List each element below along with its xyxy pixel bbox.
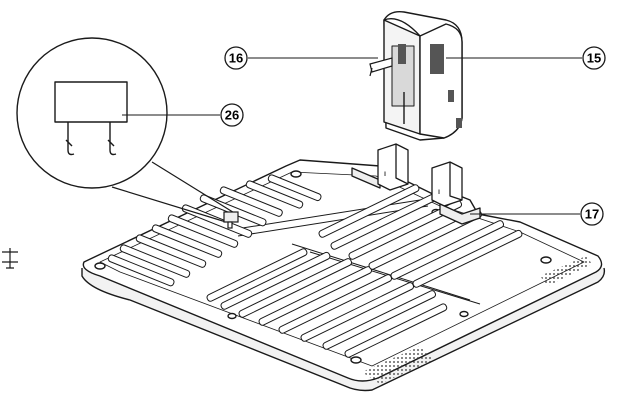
callout-26-label: 26 bbox=[225, 108, 239, 123]
charging-station-base bbox=[383, 10, 463, 141]
loose-clip-icon bbox=[2, 248, 18, 269]
charging-contacts bbox=[369, 57, 393, 77]
callout-17: 17 bbox=[580, 202, 604, 226]
clip-location-marker bbox=[223, 211, 239, 229]
callout-15: 15 bbox=[582, 46, 606, 70]
slot-rows-front bbox=[206, 248, 448, 358]
leader-lines bbox=[122, 57, 582, 215]
callout-16: 16 bbox=[224, 46, 248, 70]
slot-rows-right bbox=[318, 184, 523, 288]
callout-17-label: 17 bbox=[585, 207, 599, 222]
callout-15-label: 15 bbox=[587, 51, 601, 66]
base-plate-mount: ǁ ǁ bbox=[351, 143, 481, 225]
mounting-clip bbox=[54, 81, 128, 156]
callout-26: 26 bbox=[220, 103, 244, 127]
callout-16-label: 16 bbox=[229, 51, 243, 66]
svg-text:ǁ: ǁ bbox=[384, 172, 386, 178]
svg-text:ǁ: ǁ bbox=[438, 190, 440, 196]
